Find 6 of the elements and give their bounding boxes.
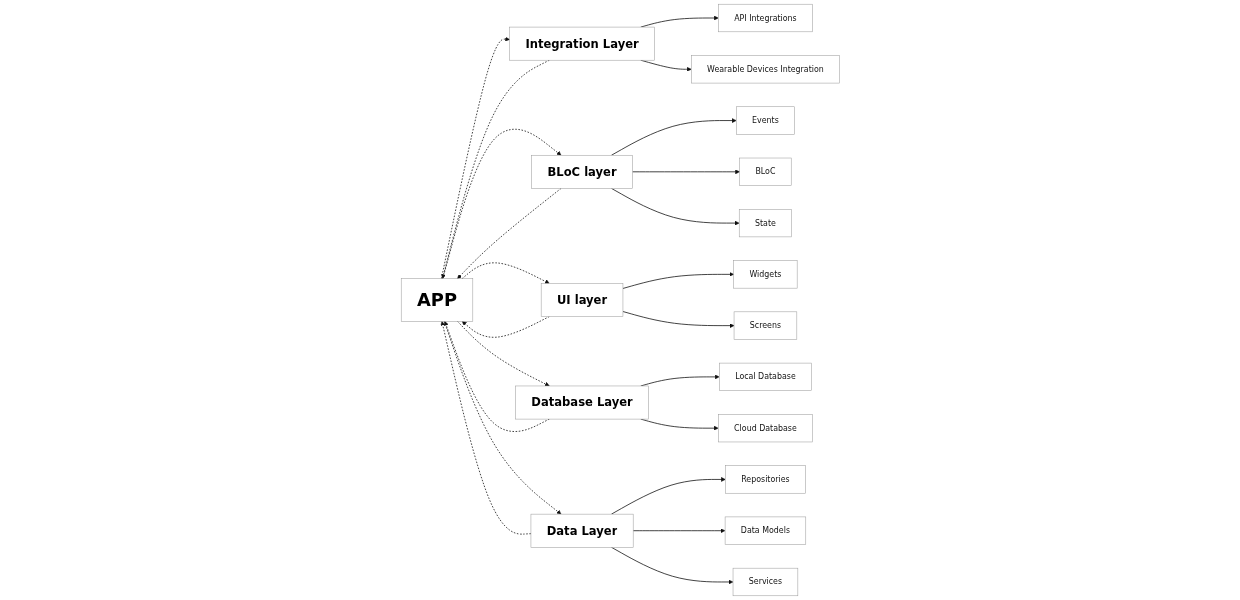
node-box: Data Layer [530,513,634,548]
node-box: UI layer [540,283,623,317]
node-box: BLoC layer [531,155,633,189]
node-box: Integration Layer [508,26,655,61]
node-box: APP [400,278,473,322]
node-box: Database Layer [514,385,649,420]
